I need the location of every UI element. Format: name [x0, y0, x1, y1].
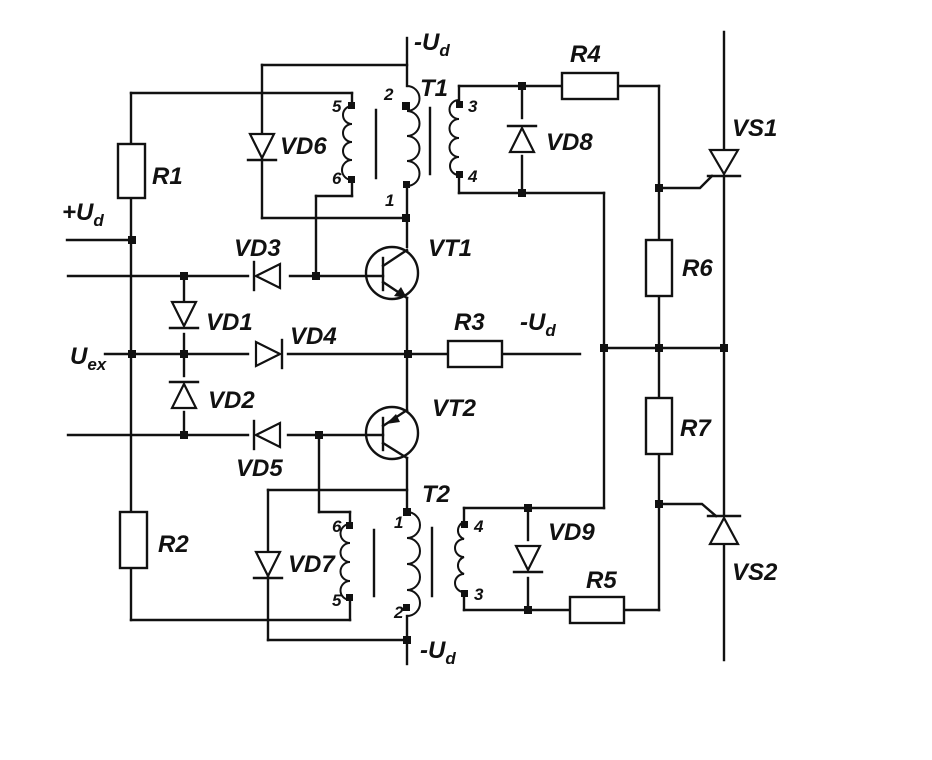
wires	[65, 30, 726, 666]
label-plus-ud: +Ud	[62, 199, 104, 230]
thyristor-vs1	[706, 148, 742, 178]
resistor-r1	[116, 142, 147, 200]
label-vd7: VD7	[288, 551, 336, 578]
label-vd8: VD8	[546, 129, 593, 156]
pin-t2-6: 6	[332, 517, 342, 536]
diode-vd2	[168, 380, 200, 410]
label-t1: T1	[420, 75, 448, 102]
label-vd3: VD3	[234, 235, 281, 262]
resistor-r4	[560, 71, 620, 101]
label-vt1: VT1	[428, 235, 472, 262]
transformer-t1	[341, 85, 460, 187]
label-vd5: VD5	[236, 455, 283, 482]
pin-t1-2: 2	[383, 85, 394, 104]
label-vd1: VD1	[206, 309, 253, 336]
pin-t2-1: 1	[394, 513, 403, 532]
label-vs2: VS2	[732, 559, 778, 586]
pin-t1-4: 4	[467, 167, 478, 186]
label-vd9: VD9	[548, 519, 595, 546]
resistor-r3	[446, 339, 504, 369]
transformer-t2	[339, 511, 465, 617]
transistor-vt1	[364, 245, 420, 301]
label-minus-ud-top: -Ud	[414, 29, 450, 60]
label-minus-ud-mid: -Ud	[520, 309, 556, 340]
transistor-vt2	[364, 405, 420, 461]
label-r6: R6	[682, 255, 713, 282]
label-vt2: VT2	[432, 395, 477, 422]
resistor-r7	[644, 396, 674, 456]
pin-t1-1: 1	[385, 191, 394, 210]
label-uex: Uex	[70, 343, 108, 374]
diode-vd9	[512, 544, 544, 574]
label-r4: R4	[570, 41, 601, 68]
label-minus-ud-bottom: -Ud	[420, 637, 456, 668]
resistor-r6	[644, 238, 674, 298]
pin-t1-5: 5	[332, 97, 342, 116]
pin-t2-2: 2	[393, 603, 404, 622]
junction-dots	[128, 82, 728, 644]
label-vs1: VS1	[732, 115, 777, 142]
resistor-r5	[568, 595, 626, 625]
diode-vd5	[252, 419, 282, 451]
pin-t1-3: 3	[468, 97, 478, 116]
label-r5: R5	[586, 567, 617, 594]
diode-vd7	[252, 550, 284, 580]
label-r2: R2	[158, 531, 189, 558]
resistor-r2	[118, 510, 149, 570]
pin-t1-6: 6	[332, 169, 342, 188]
label-vd2: VD2	[208, 387, 255, 414]
label-vd6: VD6	[280, 133, 327, 160]
label-t2: T2	[422, 481, 451, 508]
label-vd4: VD4	[290, 323, 337, 350]
label-r7: R7	[680, 415, 712, 442]
diode-vd4	[254, 338, 284, 370]
label-r1: R1	[152, 163, 183, 190]
label-r3: R3	[454, 309, 485, 336]
pin-t2-4: 4	[473, 517, 484, 536]
diode-vd6	[246, 132, 278, 162]
diode-vd8	[506, 124, 538, 154]
pin-t2-3: 3	[474, 585, 484, 604]
diode-vd1	[168, 300, 200, 330]
pin-t2-5: 5	[332, 591, 342, 610]
thyristor-vs2	[706, 514, 742, 546]
diode-vd3	[252, 260, 282, 292]
